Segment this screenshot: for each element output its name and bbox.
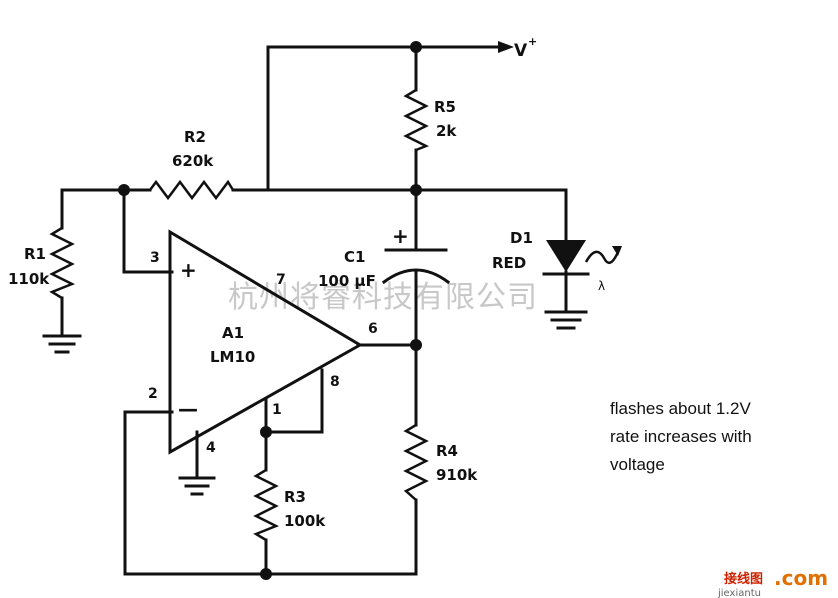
led-d1 — [542, 240, 622, 288]
a1-value: LM10 — [210, 348, 255, 366]
pin7-supply-wire — [266, 45, 500, 192]
r1-ref: R1 — [24, 245, 46, 263]
supply-label: V — [514, 41, 528, 61]
opamp-minus-input: — — [178, 397, 198, 421]
c1-ref: C1 — [344, 248, 365, 266]
a1-ref: A1 — [222, 324, 244, 342]
r1-value: 110k — [8, 270, 50, 288]
ground-pin4 — [178, 476, 216, 496]
opamp-a1 — [168, 229, 363, 455]
pin-6-label: 6 — [368, 321, 378, 337]
resistor-r5 — [403, 88, 430, 152]
supply-arrow-icon — [498, 41, 514, 53]
capacitor-c1 — [381, 248, 451, 285]
watermark: 杭州将睿科技有限公司 — [228, 280, 538, 315]
r2-ref: R2 — [184, 128, 206, 146]
ground-r1 — [42, 334, 82, 354]
note-line-1: flashes about 1.2V — [610, 399, 751, 418]
r3-ref: R3 — [284, 488, 306, 506]
pin3-wire — [122, 188, 174, 274]
ground-led — [544, 310, 588, 330]
logo-chinese: 接线图 — [724, 571, 763, 587]
r3-value: 100k — [284, 512, 326, 530]
supply-superscript: + — [528, 35, 537, 48]
pin-7-label: 7 — [276, 272, 286, 288]
pin-4-label: 4 — [206, 440, 216, 456]
r4-ref: R4 — [436, 442, 458, 460]
resistor-r4 — [403, 423, 429, 501]
resistor-r2 — [149, 179, 235, 201]
logo-domain: jiexiantu — [717, 588, 761, 598]
opamp-plus-input: + — [180, 258, 197, 282]
r2-right-wire — [231, 188, 568, 242]
cap-plus-sign: + — [392, 224, 409, 248]
lambda-symbol: λ — [598, 279, 605, 293]
logo-dotcom: .com — [774, 566, 828, 590]
feedback-loop-wire — [123, 410, 418, 576]
d1-ref: D1 — [510, 229, 533, 247]
c1-value: 100 μF — [318, 272, 376, 290]
note-line-2: rate increases with — [610, 427, 752, 446]
r2-value: 620k — [172, 152, 214, 170]
resistor-r1 — [49, 226, 76, 300]
r5-ref: R5 — [434, 98, 456, 116]
r5-value: 2k — [436, 122, 457, 140]
pin-1-label: 1 — [272, 402, 282, 418]
junction-dots — [118, 41, 422, 580]
note-line-3: voltage — [610, 455, 665, 474]
pin-2-label: 2 — [148, 386, 158, 402]
pin-8-label: 8 — [330, 374, 340, 390]
r4-value: 910k — [436, 466, 478, 484]
pin8-wire — [264, 368, 324, 434]
pin-3-label: 3 — [150, 250, 160, 266]
d1-value: RED — [492, 254, 526, 272]
resistor-r3 — [253, 468, 280, 542]
site-logo: 接线图 .com jiexiantu — [717, 566, 828, 598]
